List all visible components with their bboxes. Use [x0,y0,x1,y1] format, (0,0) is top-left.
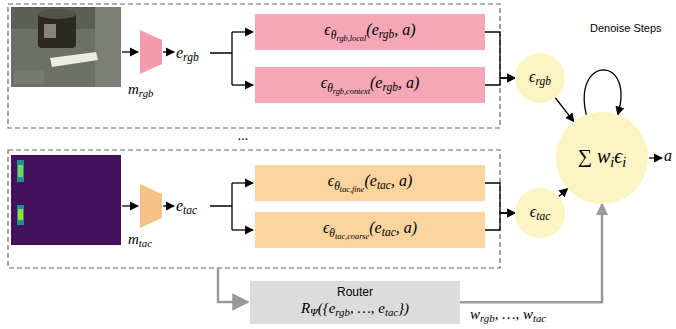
subscript: rgb [183,51,199,63]
subscript: rgb,context [333,87,370,96]
subscript: tac [377,180,391,192]
edge-label: wrgb, …, wtac [468,305,548,325]
subscript: Ψ [310,307,318,319]
subscript: θtac,fine [334,180,364,192]
symbol-label: mrgb [128,80,153,100]
branch-arrow [232,182,253,183]
noise-predictor-box: ϵθrgb,context(ergb, a) [255,67,485,103]
group-outline [8,4,500,128]
subscript: tac [536,210,550,222]
subscript: tac,fine [340,185,365,194]
encoder-symbol [140,184,162,228]
subscript: θrgb,local [331,29,367,41]
math-expression: ϵθtac,fine(etac, a) [328,171,413,195]
contact-blob [18,165,23,177]
image-shade [95,7,121,87]
connector-arrow [485,213,515,230]
image-ground [11,155,121,245]
subscript: tac [139,237,152,249]
connector-arrow [559,189,568,197]
image-shade [14,70,44,84]
circle-fill [556,112,648,204]
group-outline [8,150,500,268]
subscript: i [622,155,626,171]
cup-label [44,24,56,38]
noise-predictor-box: ϵθrgb,local(ergb, a) [255,14,485,50]
output-arrow [649,157,662,158]
symbol-label: ... [238,128,249,145]
symbol-label: etac [176,196,197,218]
math-expression: ϵθrgb,context(ergb, a) [321,73,420,97]
subscript: θtac,coarse [329,227,369,239]
math-expression: ∑ wiϵi [578,144,627,172]
router-input-arrow [218,268,248,302]
subscript: rgb [535,75,551,87]
subscript: tac [183,204,197,216]
subscript: tac [533,312,546,324]
symbol-label: a [664,146,672,165]
rgb-image [11,7,121,87]
encoder-symbol [140,30,162,74]
edge-label: Denoise Steps [588,22,664,35]
flow-arrow [163,51,174,52]
circle-fill [515,188,565,238]
image-ground [11,7,121,87]
box-heading: Router [337,285,373,299]
subscript: θrgb,context [327,82,370,94]
subscript: rgb [335,307,350,319]
modality-noise-circle: ϵtac [515,188,565,238]
connector-arrow [485,32,515,78]
subscript: rgb [382,82,398,94]
math-expression: RΨ({ergb, …, etac}) [301,299,409,319]
weighted-sum-circle: ∑ wiϵi [556,112,648,204]
subscript: tac,coarse [335,232,369,241]
contact-blob [18,209,23,220]
subscript: i [610,155,614,171]
symbol-label: mtac [128,230,152,250]
math-expression: ϵtac [530,202,551,224]
branch-line [210,32,232,85]
subscript: tac [385,307,398,319]
subscript: tac [382,227,396,239]
noise-predictor-box: ϵθtac,fine(etac, a) [255,165,485,201]
circle-fill [515,53,565,103]
symbol-label: ergb [176,43,199,65]
subscript: rgb [379,29,395,41]
connector-arrow [555,98,574,122]
subscript: rgb [139,87,154,99]
loop-arrow [584,70,621,115]
cup-rim [38,9,76,19]
flow-arrow [122,51,138,52]
flow-arrow [122,205,138,206]
math-expression: ϵrgb [529,67,551,89]
stick-shape [50,52,98,67]
branch-arrow [232,229,253,230]
noise-predictor-box: ϵθtac,coarse(etac, a) [255,212,485,248]
contact-blob [17,160,24,182]
subscript: rgb [480,312,495,324]
modality-noise-circle: ϵrgb [515,53,565,103]
math-expression: ϵθtac,coarse(etac, a) [323,218,417,242]
connector-arrow [485,183,515,213]
router-box: RouterRΨ({ergb, …, etac}) [250,281,460,324]
branch-arrow [232,84,253,85]
branch-line [210,183,232,230]
flow-arrow [163,205,174,206]
subscript: rgb,local [336,34,366,43]
connector-arrow [485,78,515,85]
math-expression: ϵθrgb,local(ergb, a) [324,20,415,44]
branch-arrow [232,31,253,32]
tactile-image [11,155,121,245]
contact-blob [17,205,24,225]
